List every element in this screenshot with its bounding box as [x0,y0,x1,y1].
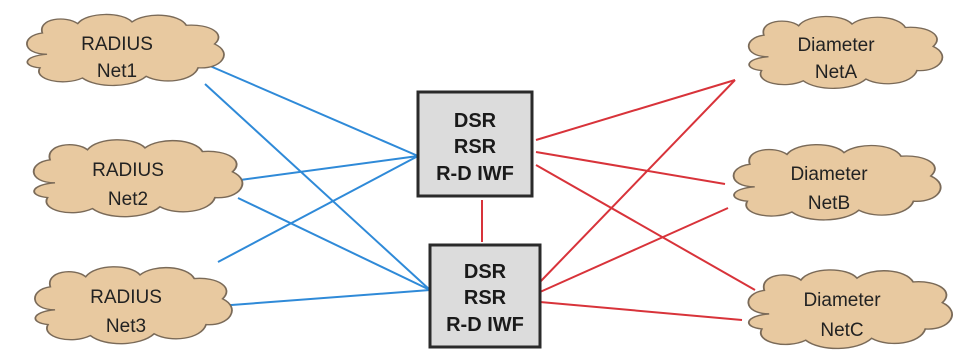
dsr-node-1-line3: R-D IWF [436,163,514,185]
radius-links [204,65,431,307]
dsr-node-2: DSR RSR R-D IWF [428,243,542,349]
radius-net3-label-line2: Net3 [106,316,146,337]
link-dsr2-neta [539,79,736,283]
dsr-node-1-line1: DSR [454,110,497,132]
link-dsr1-netb [535,151,726,185]
diameter-links [481,79,756,321]
radius-net2-label-line1: RADIUS [92,160,164,181]
link-dsr2-netc [539,301,743,321]
dsr-node-2-line3: R-D IWF [446,314,524,336]
link-dsr1-netc [535,164,756,291]
link-dsr1-neta [535,79,736,141]
link-net1-dsr2 [204,83,431,291]
link-net2-dsr2 [237,197,431,291]
link-net1-dsr1 [209,65,419,157]
dsr-node-1: DSR RSR R-D IWF [416,90,534,198]
link-net2-dsr1 [239,155,419,181]
diameter-neta-label-line1: Diameter [797,35,875,56]
dsr-node-1-line2: RSR [454,136,497,158]
dsr-node-1-box [416,90,534,198]
link-dsr2-netb [539,207,729,293]
radius-net3-label-line1: RADIUS [90,287,162,308]
diameter-netb-label-line2: NetB [808,193,850,214]
radius-net1-label-line2: Net1 [97,61,137,82]
diameter-netc-label-line1: Diameter [803,290,881,311]
radius-net1-label-line1: RADIUS [81,34,153,55]
diameter-netc-label-line2: NetC [820,320,863,341]
diameter-netb-label-line1: Diameter [790,164,868,185]
dsr-node-2-line1: DSR [464,261,507,283]
radius-net2-label-line2: Net2 [108,189,148,210]
link-net3-dsr1 [217,155,419,263]
link-net3-dsr2 [217,289,431,307]
dsr-node-2-box [428,243,542,349]
diameter-neta-label-line2: NetA [815,62,858,83]
dsr-node-2-line2: RSR [464,287,507,309]
